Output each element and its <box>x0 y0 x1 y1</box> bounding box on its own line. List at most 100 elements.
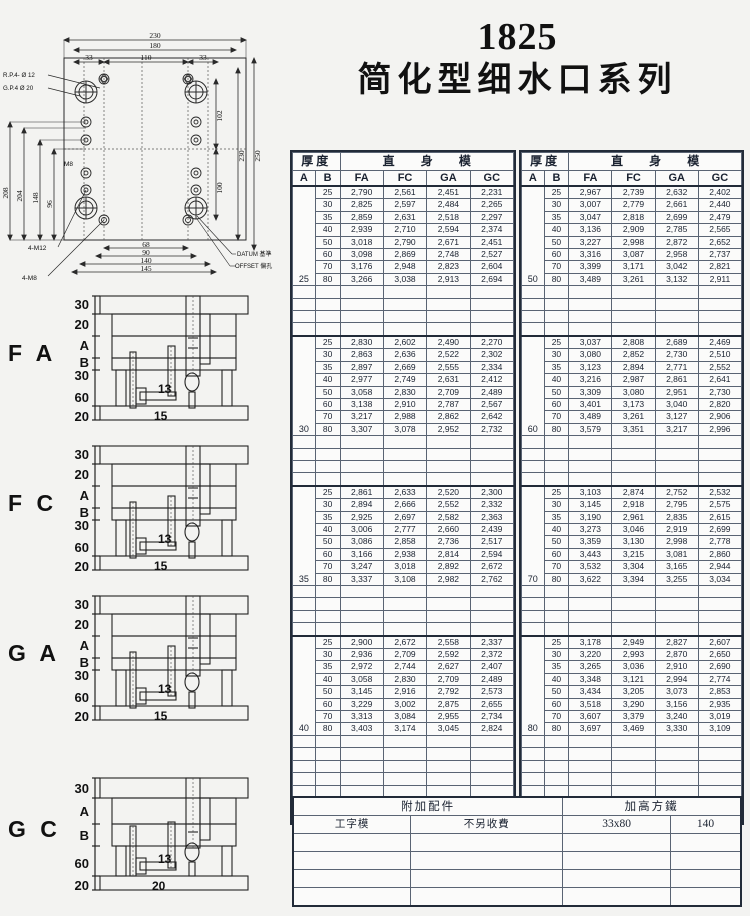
cell-b: 30 <box>543 348 570 362</box>
cell-gc: 2,694 <box>469 272 515 287</box>
cell-fc: 3,121 <box>611 672 656 687</box>
cell-fc: 2,666 <box>382 498 428 512</box>
cell-gc: 2,699 <box>697 522 743 537</box>
cell-ga: 2,958 <box>654 248 699 262</box>
header-fa: FA <box>339 170 384 187</box>
cell-empty <box>292 459 316 474</box>
cell-ga: 2,555 <box>426 360 471 375</box>
cell-b: 40 <box>314 223 341 237</box>
cell-a: 60 <box>521 334 545 437</box>
svg-text:A: A <box>80 488 90 503</box>
cell-empty <box>292 833 412 852</box>
cell-gc: 2,412 <box>469 373 515 387</box>
svg-text:4-M8: 4-M8 <box>22 275 37 282</box>
cell-fa: 3,220 <box>568 648 613 662</box>
cell-empty <box>426 297 471 312</box>
cell-fa: 3,313 <box>339 710 384 724</box>
cell-gc: 2,372 <box>469 648 515 662</box>
svg-text:230: 230 <box>237 150 246 162</box>
cell-empty <box>611 772 656 786</box>
cell-b: 25 <box>314 334 341 350</box>
cell-ga: 2,748 <box>426 248 471 262</box>
svg-text:15: 15 <box>154 709 168 723</box>
cell-empty <box>410 833 564 852</box>
cell-fa: 3,138 <box>339 397 384 412</box>
svg-text:A: A <box>80 804 90 819</box>
cell-gc: 2,853 <box>697 685 743 699</box>
cell-fc: 2,830 <box>382 672 428 687</box>
cell-ga: 3,156 <box>654 697 699 712</box>
cell-empty <box>568 447 613 461</box>
cell-empty <box>568 759 613 774</box>
cell-ga: 2,814 <box>426 547 471 562</box>
cell-empty <box>670 833 742 852</box>
cell-ga: 2,522 <box>426 348 471 362</box>
cell-fa: 2,825 <box>339 198 384 212</box>
table-row-blank <box>292 297 515 312</box>
svg-text:20: 20 <box>75 559 89 574</box>
svg-text:B: B <box>80 828 89 843</box>
cell-b: 25 <box>314 634 341 650</box>
cell-empty <box>292 472 316 487</box>
cell-empty <box>521 447 545 461</box>
cell-ga: 3,081 <box>654 547 699 562</box>
cell-fc: 3,173 <box>611 397 656 412</box>
cell-empty <box>562 887 671 907</box>
svg-text:13: 13 <box>158 682 172 696</box>
cell-fc: 2,869 <box>382 248 428 262</box>
cell-ga: 2,870 <box>654 648 699 662</box>
cell-empty <box>292 734 316 749</box>
cell-ga: 2,582 <box>426 510 471 524</box>
cell-fc: 3,394 <box>611 572 656 587</box>
cell-fc: 2,597 <box>382 198 428 212</box>
svg-text:20: 20 <box>75 467 89 482</box>
cell-fa: 3,047 <box>568 210 613 225</box>
mold-base-plan-view: 230 180 110 33 33 R.P.4- Ø 12 G.P.4 Ø 20… <box>0 18 285 283</box>
svg-text:13: 13 <box>158 852 172 866</box>
cell-fc: 2,709 <box>382 648 428 662</box>
cell-empty <box>339 285 384 299</box>
cell-empty <box>568 584 613 599</box>
cell-fa: 3,307 <box>339 422 384 437</box>
cell-ga: 2,709 <box>426 672 471 687</box>
cell-fc: 2,739 <box>611 185 656 200</box>
table-header-row-cols: A B FA FC GA GC <box>292 170 515 187</box>
header-mold: 直 身 模 <box>339 152 514 171</box>
header-gc: GC <box>469 170 515 187</box>
svg-text:140: 140 <box>140 256 152 265</box>
table-row-blank <box>292 459 515 474</box>
cell-empty <box>521 609 545 624</box>
cell-empty <box>521 584 545 599</box>
cell-fa: 3,058 <box>339 385 384 399</box>
accessory-header-row: 附加配件加高方鐵 <box>292 796 742 816</box>
cell-fc: 3,351 <box>611 422 656 437</box>
cell-b: 50 <box>543 685 570 699</box>
svg-text:204: 204 <box>15 190 24 202</box>
cell-empty <box>521 747 545 761</box>
cell-ga: 3,073 <box>654 685 699 699</box>
table-row-blank <box>292 597 515 611</box>
cell-b: 50 <box>314 235 341 250</box>
accessory-empty-row <box>292 869 742 888</box>
table-row-blank <box>292 609 515 624</box>
cell-empty <box>426 285 471 299</box>
cell-ga: 2,785 <box>654 223 699 237</box>
cell-b: 50 <box>314 385 341 399</box>
svg-text:102: 102 <box>215 110 224 122</box>
cell-empty <box>697 322 743 337</box>
svg-text:13: 13 <box>158 532 172 546</box>
cell-ga: 3,127 <box>654 410 699 424</box>
cell-empty <box>339 772 384 786</box>
cell-empty <box>292 322 316 337</box>
